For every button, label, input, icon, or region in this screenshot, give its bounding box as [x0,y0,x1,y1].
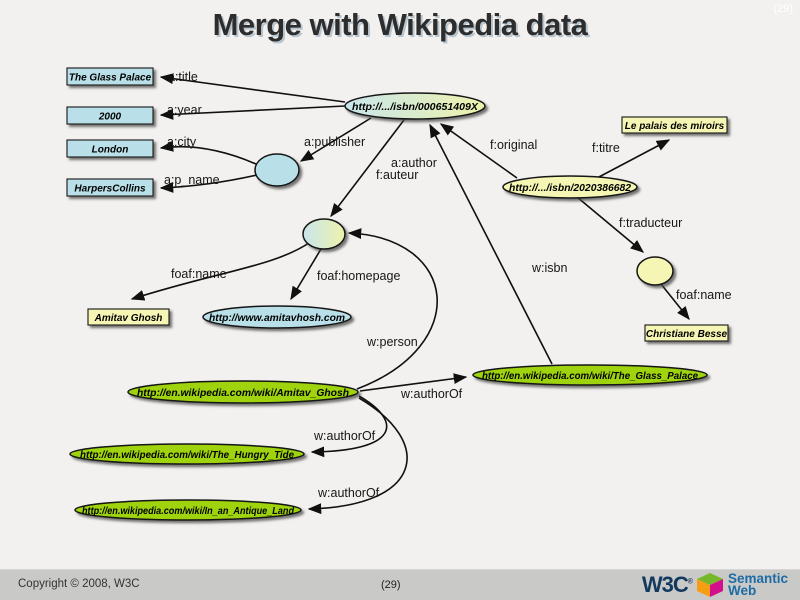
edge-label-w-authorof-antique: w:authorOf [317,486,380,500]
node-christiane-besse [644,324,729,342]
w3c-semantic-web-logo: W3C® Semantic Web [642,572,788,598]
blank-node-translator [636,256,674,286]
edge-label-f-original: f:original [490,138,537,152]
semantic-web-cube-icon [696,573,723,597]
edge-label-a-p-name: a:p_name [164,173,220,187]
edge-label-w-authorof-palace: w:authorOf [400,387,463,401]
edge-label-foaf-homepage: foaf:homepage [317,269,400,283]
logo-semantic: Semantic [727,571,788,586]
node-isbn-fr [502,175,638,199]
edge-a-title [159,73,346,103]
node-christiane-besse-label: Christiane Besse [646,329,728,340]
edge-foaf-name-right [660,283,690,321]
node-isbn-en [344,92,486,120]
edge-a-publisher [299,117,372,162]
node-wiki-amitav-ghosh [127,380,359,404]
edge-label-f-titre: f:titre [592,141,620,155]
node-2000-label: 2000 [98,112,122,123]
node-wiki-hungry-tide-label: http://en.wikipedia.com/wiki/The_Hungry_… [80,449,294,461]
edge-label-foaf-name-right: foaf:name [676,288,732,302]
node-wiki-glass-palace [472,364,708,386]
edge-a-city [159,140,257,165]
node-homepage [202,305,352,329]
edge-w-authorof-palace [359,373,468,392]
node-wiki-amitav-ghosh-label: http://en.wikipedia.com/wiki/Amitav_Ghos… [137,387,349,399]
edge-foaf-name-left [130,242,310,301]
node-homepage-label: http://www.amitavhosh.com [209,312,345,324]
edge-f-titre [596,139,671,179]
node-london [66,139,154,158]
edge-a-year [159,105,346,120]
edge-w-authorof-antique [307,397,408,515]
node-wiki-glass-palace-label: http://en.wikipedia.com/wiki/The_Glass_P… [482,370,698,382]
node-glass-palace-label: The Glass Palace [69,73,152,84]
edge-label-a-city: a:city [167,135,197,149]
node-harperscollins [66,178,154,197]
blank-node-author [302,218,346,250]
edge-label-f-traducteur: f:traducteur [619,216,682,230]
node-amitav-ghosh-label: Amitav Ghosh [94,313,163,324]
node-glass-palace [66,67,154,86]
edge-label-a-year: a:year [167,103,202,117]
edge-a-p-name [159,174,258,193]
footer-page-number: (29) [381,579,401,591]
semantic-web-logo-text: Semantic Web [727,571,788,598]
node-2000 [66,106,154,125]
slide-title: Merge with Wikipedia data [212,7,588,42]
corner-page-number: (29) [773,3,793,15]
rdf-graph-diagram: The Glass Palace 2000 London HarpersColl… [66,67,732,521]
edge-label-w-person: w:person [366,335,418,349]
edge-label-w-authorof-tide: w:authorOf [313,429,376,443]
edge-a-author [330,119,405,218]
node-le-palais-label: Le palais des miroirs [625,121,725,132]
logo-web: Web [727,583,757,598]
node-isbn-fr-label: http://.../isbn/2020386682 [509,182,631,194]
edge-foaf-homepage [290,248,322,301]
registered-mark: ® [687,578,693,586]
edge-label-a-title: a:title [168,70,198,84]
edges [130,73,690,515]
edge-label-a-publisher: a:publisher [304,135,365,149]
edge-w-authorof-tide [310,395,388,458]
edge-label-w-isbn: w:isbn [531,261,567,275]
footer-bar: Copyright © 2008, W3C (29) W3C® Semantic… [0,569,800,600]
edge-w-person [347,228,438,390]
node-amitav-ghosh [87,308,170,326]
node-wiki-antique-land-label: http://en.wikipedia.com/wiki/In_an_Antiq… [82,505,294,517]
w3c-logo-text: W3C® [641,572,693,597]
edge-labels: a:title a:year a:city a:p_name a:publish… [164,70,732,500]
edge-label-f-auteur: f:auteur [376,168,418,182]
edge-label-a-author: a:author [391,156,437,170]
edge-label-foaf-name-left: foaf:name [171,267,227,281]
node-isbn-en-label: http://.../isbn/000651409X [352,101,479,113]
edge-f-original [439,123,518,179]
node-wiki-hungry-tide [69,443,305,465]
uri-nodes: http://.../isbn/000651409X http://.../is… [69,92,708,521]
node-london-label: London [92,145,129,156]
node-harperscollins-label: HarpersCollins [74,184,146,195]
blank-node-publisher [254,153,300,187]
edge-f-traducteur [576,196,645,253]
node-le-palais [621,116,728,134]
edge-w-isbn [429,123,553,365]
node-wiki-antique-land [74,499,302,521]
literal-nodes: The Glass Palace 2000 London HarpersColl… [66,67,729,342]
copyright-text: Copyright © 2008, W3C [18,578,140,590]
